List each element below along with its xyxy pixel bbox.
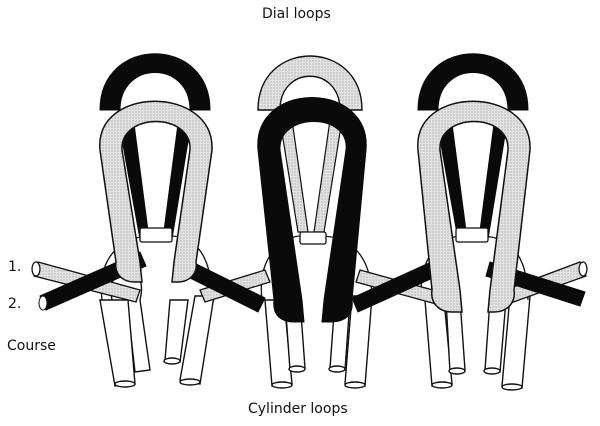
course-label: Course: [7, 338, 56, 354]
course-1-label: 1.: [8, 259, 22, 275]
left-front-dial-loop: [99, 100, 213, 283]
center-front-dial-loop: [257, 97, 367, 323]
right-front-dial-loop: [417, 100, 531, 313]
dial-loops-label: Dial loops: [262, 6, 331, 22]
back-loop-legs: [118, 120, 508, 242]
cylinder-loops-label: Cylinder loops: [248, 401, 348, 417]
right-back-dial-loop: [417, 53, 529, 111]
course-2-label: 2.: [8, 296, 22, 312]
cylinder-loops: [99, 268, 531, 391]
sinker-arcs: [100, 235, 529, 301]
loop-necks: [139, 227, 489, 245]
left-back-dial-loop: [99, 53, 211, 111]
center-back-dial-loop: [257, 55, 363, 111]
